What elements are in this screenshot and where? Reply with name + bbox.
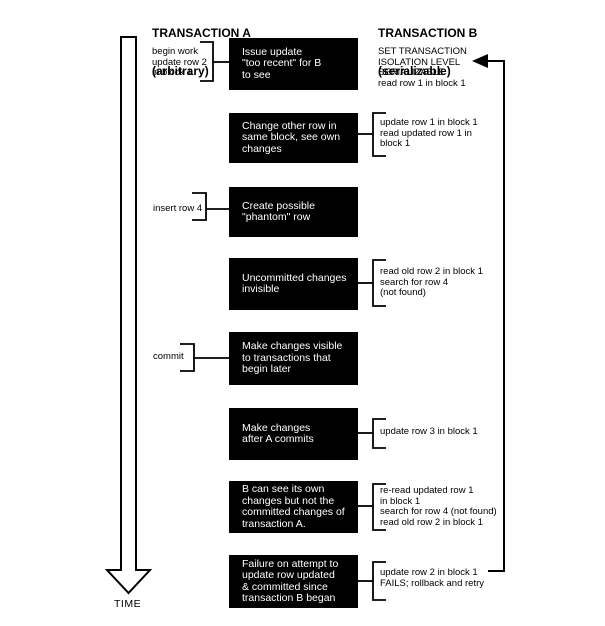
explanation-box-row7: B can see its own changes but not the co… <box>229 481 358 533</box>
column-a-header: TRANSACTION A (arbitrary) <box>152 2 251 102</box>
explanation-box-row2: Change other row in same block, see own … <box>229 113 358 163</box>
time-axis-label: TIME <box>114 598 142 610</box>
column-a-title: TRANSACTION A <box>152 26 251 40</box>
txn-a-label-row3: insert row 4 <box>153 203 203 214</box>
explanation-box-row2-text: Change other row in same block, see own … <box>242 119 341 155</box>
column-b-subtitle: (serializable) <box>378 63 451 78</box>
explanation-box-row8-text: Failure on attempt to update row updated… <box>242 557 339 604</box>
bracket-left-row3 <box>192 192 207 221</box>
txn-a-label-row5: commit <box>153 351 184 362</box>
bracket-right-row7 <box>372 483 386 531</box>
explanation-box-row1-text: Issue update "too recent" for B to see <box>242 45 322 81</box>
column-a-subtitle: (arbitrary) <box>152 63 209 78</box>
txn-b-label-row1: SET TRANSACTION ISOLATION LEVEL SERIALIZ… <box>378 46 467 89</box>
txn-a-label-row1: begin work update row 2 in block 1 <box>152 46 207 78</box>
explanation-box-row4-text: Uncommitted changes invisible <box>242 271 347 295</box>
explanation-box-row4: Uncommitted changes invisible <box>229 258 358 310</box>
explanation-box-row5-text: Make changes visible to transactions tha… <box>242 340 343 376</box>
loop-arrowhead-icon <box>472 54 488 68</box>
txn-b-label-row2: update row 1 in block 1 read updated row… <box>380 117 478 149</box>
explanation-box-row7-text: B can see its own changes but not the co… <box>242 483 345 530</box>
explanation-box-row5: Make changes visible to transactions tha… <box>229 332 358 385</box>
explanation-box-row6-text: Make changes after A commits <box>242 421 314 445</box>
txn-b-label-row7: re-read updated row 1 in block 1 search … <box>380 485 497 528</box>
column-b-header: TRANSACTION B (serializable) <box>378 2 477 102</box>
explanation-box-row1: Issue update "too recent" for B to see <box>229 38 358 90</box>
explanation-box-row8: Failure on attempt to update row updated… <box>229 555 358 608</box>
time-arrow <box>104 36 153 595</box>
explanation-box-row3-text: Create possible "phantom" row <box>242 199 315 223</box>
txn-b-label-row8: update row 2 in block 1 FAILS; rollback … <box>380 567 485 589</box>
txn-b-label-row4: read old row 2 in block 1 search for row… <box>380 266 483 298</box>
explanation-box-row6: Make changes after A commits <box>229 408 358 460</box>
column-b-title: TRANSACTION B <box>378 26 478 40</box>
loop-back-line <box>488 60 505 572</box>
txn-b-label-row6: update row 3 in block 1 <box>380 426 478 437</box>
explanation-box-row3: Create possible "phantom" row <box>229 187 358 237</box>
